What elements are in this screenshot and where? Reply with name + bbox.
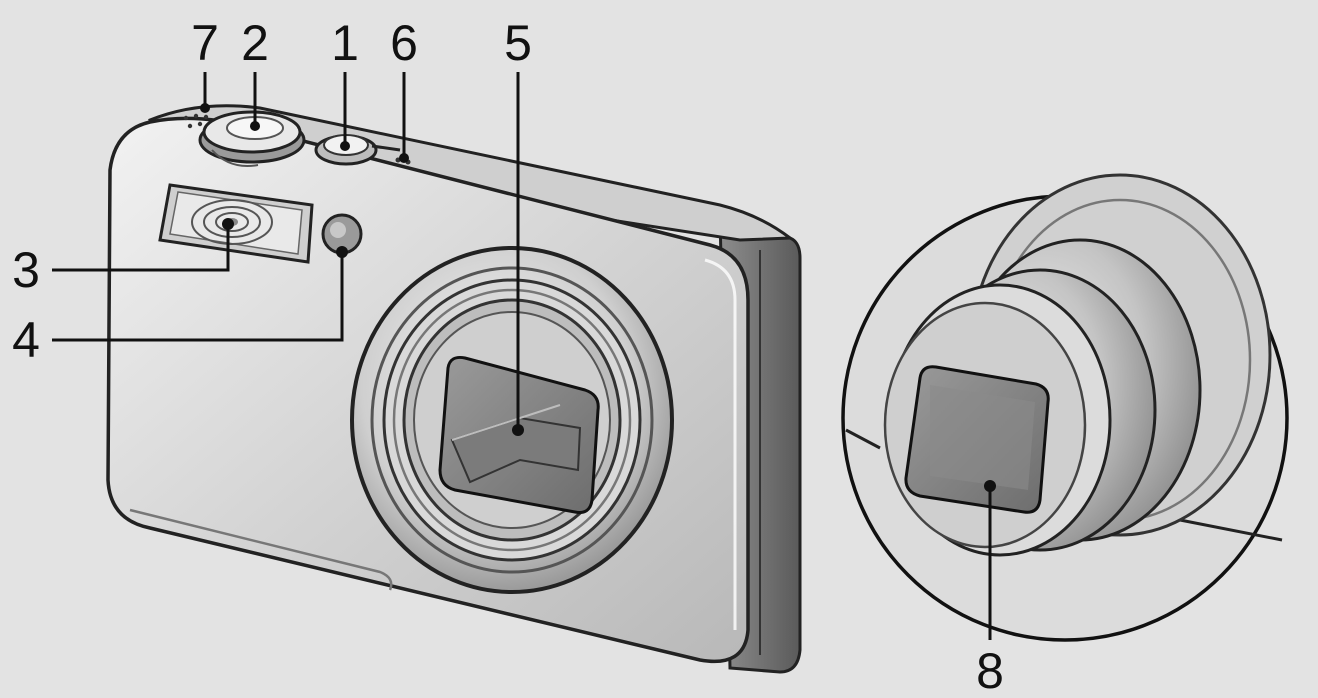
callout-1: 1	[331, 15, 359, 71]
leader-dot-8	[984, 480, 996, 492]
leader-dot-4	[336, 246, 348, 258]
leader-dot-7	[200, 103, 210, 113]
callout-2: 2	[241, 15, 269, 71]
leader-dot-2	[250, 121, 260, 131]
leader-dot-1	[340, 141, 350, 151]
callout-5: 5	[504, 15, 532, 71]
leader-dot-6	[399, 153, 409, 163]
camera-top-plate	[148, 104, 795, 242]
callout-4: 4	[12, 312, 40, 368]
af-auxiliary-lamp	[321, 213, 363, 255]
edge-highlight	[704, 258, 737, 630]
callout-3: 3	[12, 242, 40, 298]
callout-numbers: 7 2 1 6 5 3 4 8	[12, 15, 1004, 698]
lens-assembly	[350, 246, 674, 594]
leader-line-4	[52, 252, 344, 342]
front-bevel-line	[129, 508, 393, 591]
callout-8: 8	[976, 643, 1004, 698]
callout-leaders	[52, 72, 996, 640]
mode-dial	[198, 110, 306, 167]
leader-dot-3	[222, 218, 234, 230]
leader-line-3	[52, 224, 230, 272]
callout-7: 7	[191, 15, 219, 71]
leader-dot-5	[512, 424, 524, 436]
lens-detail-inset	[841, 173, 1289, 642]
callout-6: 6	[390, 15, 418, 71]
flash-window	[158, 183, 314, 264]
